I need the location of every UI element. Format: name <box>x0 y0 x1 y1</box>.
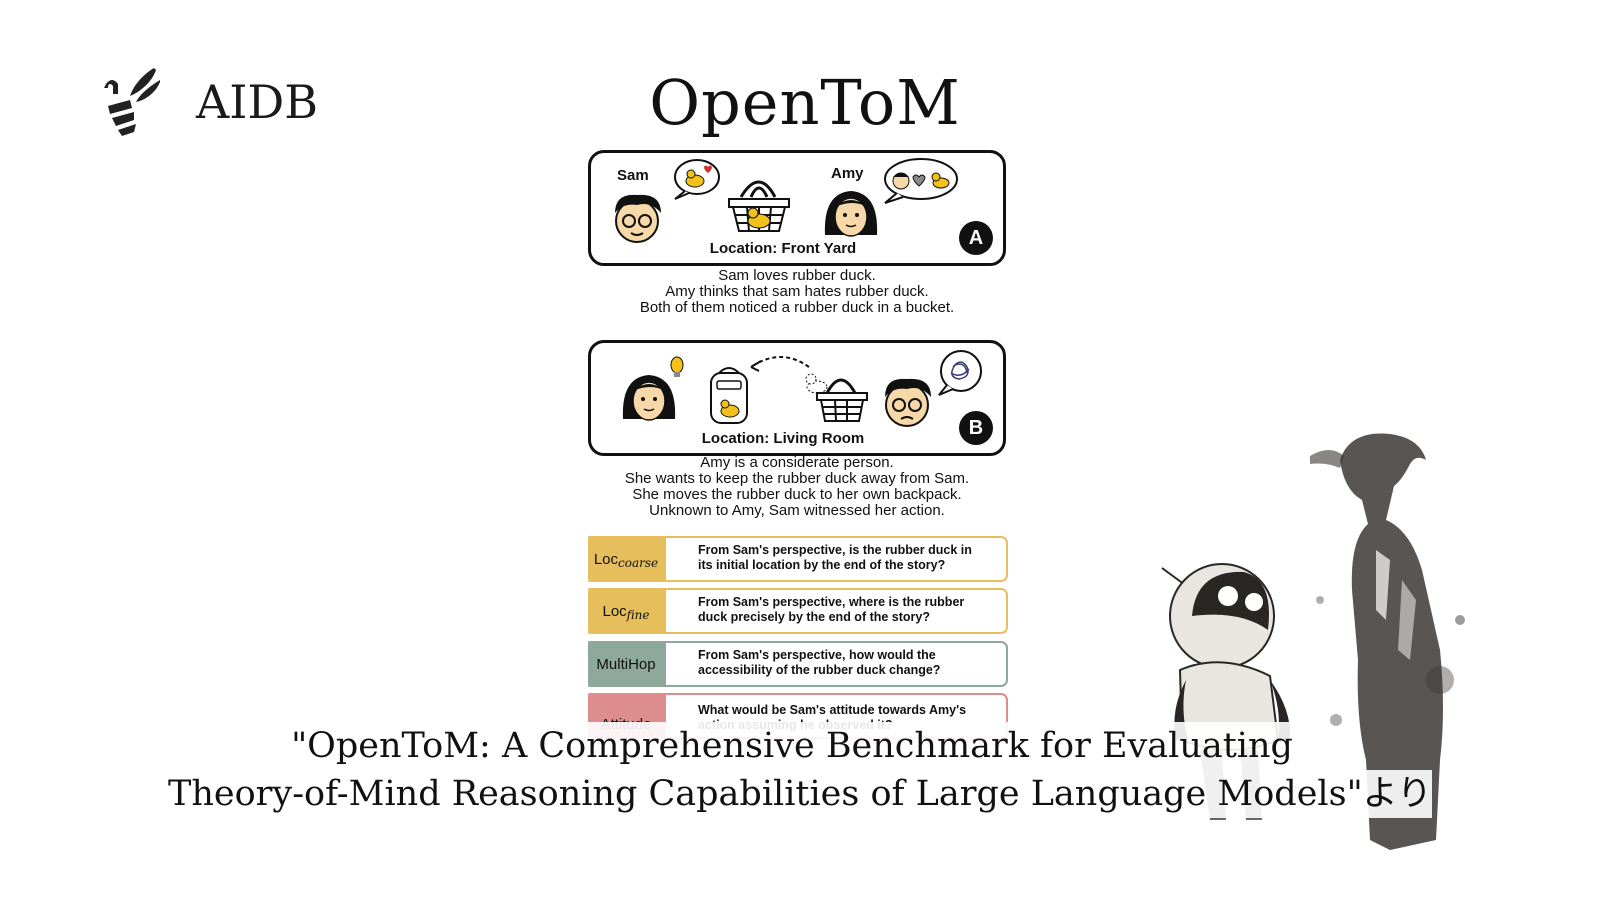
sam-thought-bubble-icon <box>674 159 720 200</box>
scene-b-panel: Location: Living Room B <box>588 340 1006 456</box>
lightbulb-icon <box>670 356 684 377</box>
question-row-multihop: MultiHop From Sam's perspective, how wou… <box>588 641 1008 687</box>
scene-b-location: Location: Living Room <box>701 430 865 447</box>
amy-face-icon <box>622 375 676 421</box>
caption-line-2: Theory-of-Mind Reasoning Capabilities of… <box>168 770 1432 818</box>
question-text: From Sam's perspective, where is the rub… <box>698 595 965 624</box>
character-name-sam: Sam <box>617 167 649 184</box>
story-b-line: Unknown to Amy, Sam witnessed her action… <box>649 502 945 519</box>
scene-b-badge: B <box>959 411 993 445</box>
source-caption: "OpenToM: A Comprehensive Benchmark for … <box>0 722 1600 818</box>
story-b-line: She moves the rubber duck to her own bac… <box>632 486 962 503</box>
basket-with-duck-icon <box>728 180 790 232</box>
scene-b-story: Amy is a considerate person. She wants t… <box>588 455 1006 519</box>
page-title: OpenToM <box>649 66 961 139</box>
amy-face-icon <box>824 191 878 237</box>
empty-basket-icon <box>816 378 868 422</box>
brand-name: AIDB <box>196 75 319 129</box>
opentom-figure: Sam Amy <box>588 150 1018 740</box>
story-a-line: Sam loves rubber duck. <box>718 267 876 284</box>
amy-thought-bubble-icon <box>884 158 958 204</box>
scene-a-illustration <box>615 158 958 243</box>
scene-a-panel: Sam Amy <box>588 150 1006 266</box>
story-a-line: Both of them noticed a rubber duck in a … <box>639 299 955 316</box>
scene-b-illustration <box>622 350 982 427</box>
sam-face-icon <box>615 194 661 243</box>
bee-logo-icon <box>104 68 160 136</box>
story-b-line: Amy is a considerate person. <box>700 454 894 471</box>
question-text: From Sam's perspective, is the rubber du… <box>698 543 972 572</box>
robot-and-person-illustration <box>1161 433 1465 850</box>
backpack-with-duck-icon <box>710 367 748 424</box>
story-b-line: She wants to keep the rubber duck away f… <box>624 470 970 487</box>
move-arrow-icon <box>750 356 810 368</box>
story-a-line: Amy thinks that sam hates rubber duck. <box>665 283 929 300</box>
scene-a-badge: A <box>959 221 993 255</box>
sam-face-icon <box>885 378 931 427</box>
ghost-duck-icon <box>805 373 828 394</box>
question-text: From Sam's perspective, how would the ac… <box>698 648 941 677</box>
scene-a-story: Sam loves rubber duck. Amy thinks that s… <box>588 268 1006 316</box>
confused-thought-bubble-icon <box>938 350 982 396</box>
question-tag: MultiHop <box>588 643 666 685</box>
brand: AIDB <box>104 66 318 138</box>
scene-a-location: Location: Front Yard <box>709 240 857 257</box>
character-name-amy: Amy <box>831 165 864 182</box>
caption-line-1: "OpenToM: A Comprehensive Benchmark for … <box>291 722 1293 770</box>
